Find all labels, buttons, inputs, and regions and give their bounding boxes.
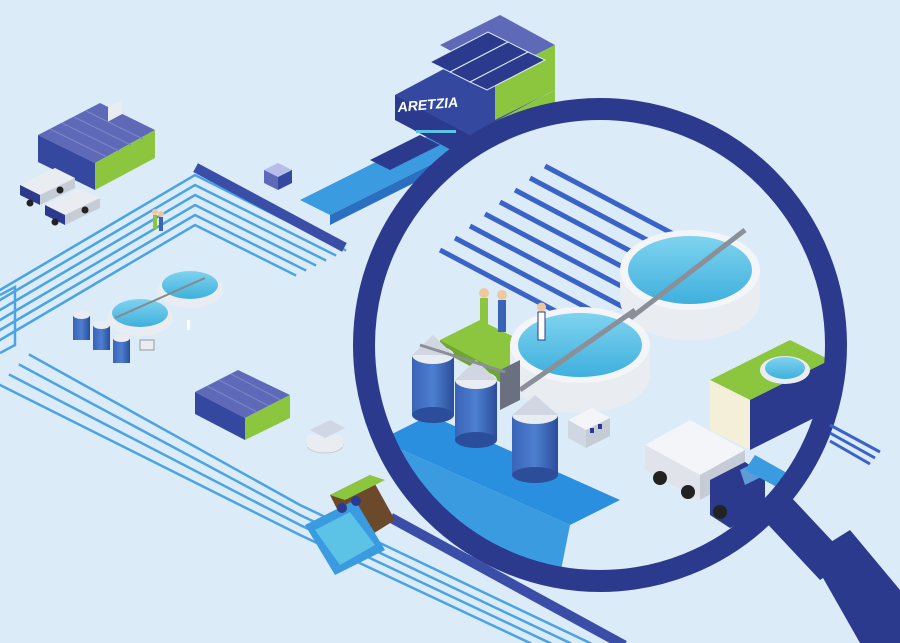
tanker-truck-icon bbox=[45, 188, 100, 226]
small-plant-left bbox=[73, 271, 223, 363]
pipe-network-stripes bbox=[0, 163, 627, 643]
magnifier-icon bbox=[353, 98, 847, 592]
clarifier-tank-icon bbox=[510, 307, 650, 413]
clarifier-tank-icon bbox=[620, 228, 760, 340]
left-stripe-loop bbox=[0, 284, 17, 355]
worker-icon bbox=[479, 288, 546, 341]
tanker-truck-icon bbox=[20, 168, 75, 207]
solar-panel-icon bbox=[428, 31, 547, 91]
silo-icon bbox=[73, 311, 130, 363]
worker-icon bbox=[152, 209, 164, 231]
chemical-container bbox=[264, 163, 292, 190]
right-stripes bbox=[829, 423, 881, 466]
outfall-pipe-icon bbox=[305, 475, 395, 575]
magnified-view bbox=[372, 117, 828, 573]
small-facility bbox=[306, 420, 345, 454]
brand-logo: ARETZIA bbox=[396, 94, 459, 115]
warehouse-middle bbox=[195, 370, 290, 440]
warehouse-top bbox=[38, 100, 155, 190]
small-tank-block bbox=[710, 340, 828, 450]
silo-icon bbox=[412, 335, 558, 483]
control-building bbox=[568, 408, 610, 448]
